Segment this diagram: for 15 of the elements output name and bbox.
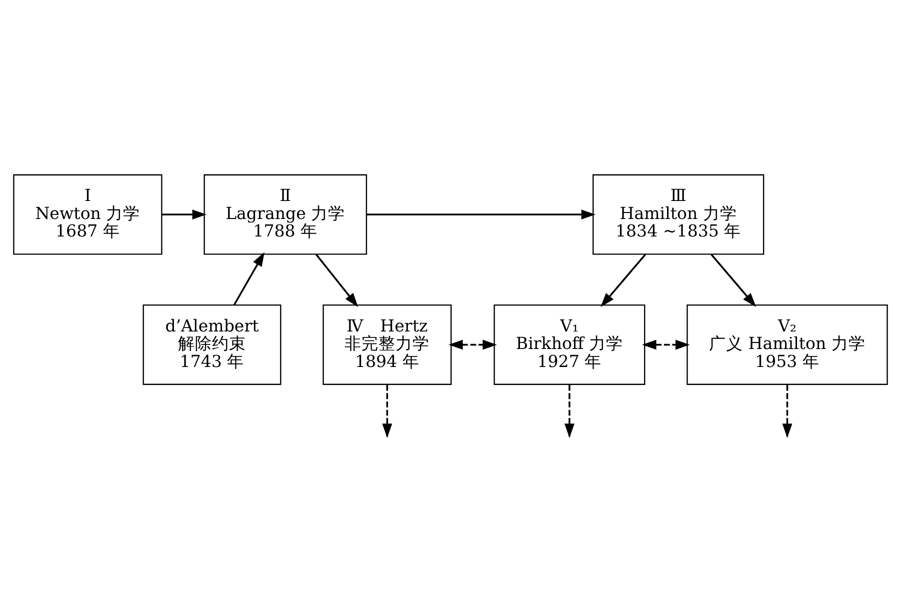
arrow: [642, 339, 690, 350]
node-box: V₂ 广义 Hamilton 力学 1953 年: [686, 304, 888, 384]
arrow: [448, 339, 496, 350]
node-box: Ⅳ Hertz 非完整力学 1894 年: [322, 304, 452, 384]
node-box: V₁ Birkhoff 力学 1927 年: [493, 304, 645, 384]
node-box: d’Alembert 解除约束 1743 年: [142, 304, 281, 384]
arrow: [315, 253, 358, 307]
node-box: Ⅲ Hamilton 力学 1834 ~1835 年: [592, 174, 764, 254]
node-box: Ⅰ Newton 力学 1687 年: [12, 174, 162, 254]
arrow: [366, 209, 596, 219]
arrow: [600, 253, 646, 306]
arrow: [232, 252, 264, 305]
arrow: [710, 253, 756, 306]
node-box: Ⅱ Lagrange 力学 1788 年: [203, 174, 367, 254]
arrow: [161, 209, 206, 219]
